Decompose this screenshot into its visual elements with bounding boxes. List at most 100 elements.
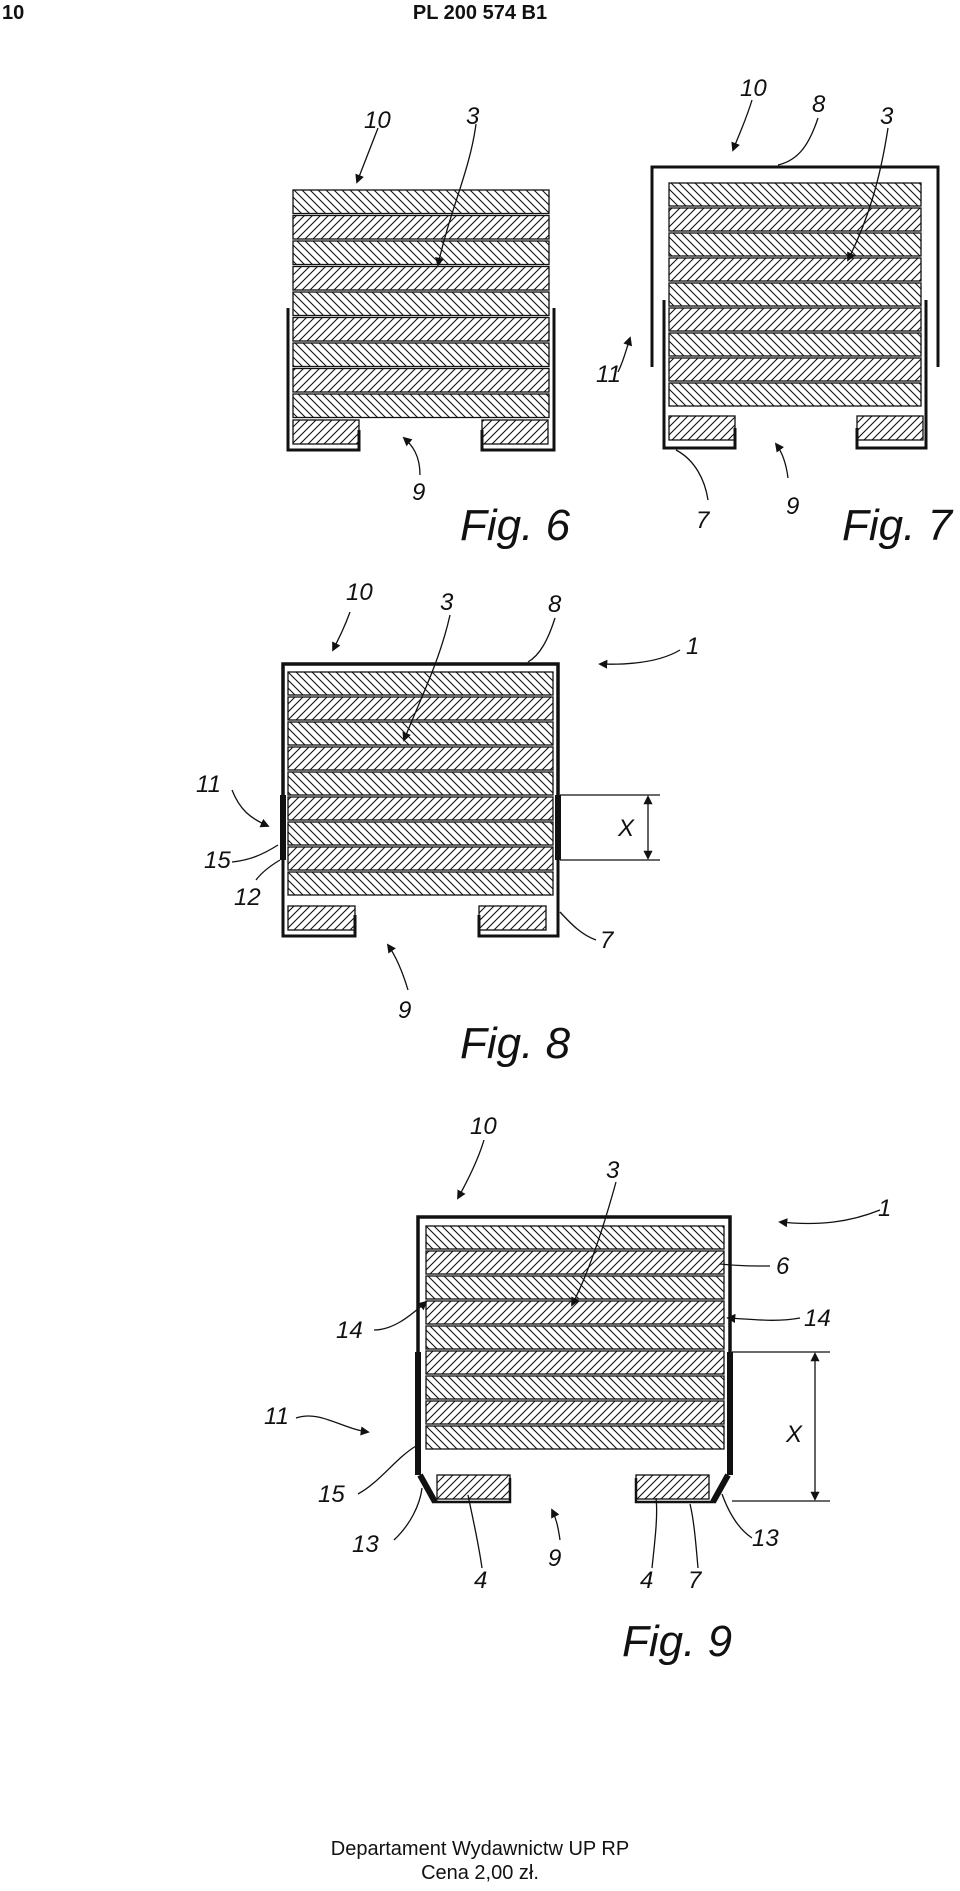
pallet-foot [436, 1474, 511, 1500]
leader-line [357, 1445, 417, 1495]
product-layer [668, 382, 922, 407]
leader-line [551, 1508, 561, 1541]
product-layer [425, 1400, 725, 1425]
leader-line [467, 1494, 483, 1569]
product-layer [425, 1300, 725, 1325]
footer-publisher: Departament Wydawnictw UP RP [330, 1838, 630, 1860]
label: 3 [606, 1157, 620, 1184]
figure-6: 10 3 9 Fig. 6 [286, 103, 571, 550]
shrink-edge [417, 1473, 438, 1504]
leader-line [689, 1503, 699, 1569]
figure-caption: Fig. 8 [460, 1019, 571, 1068]
label: 3 [440, 589, 454, 616]
product-layer [287, 821, 554, 846]
cover-hood [281, 662, 560, 860]
label: 9 [412, 479, 425, 506]
leader-line [721, 1493, 753, 1539]
product-layer [292, 342, 550, 368]
wrap-film [662, 300, 928, 450]
product-layer [425, 1225, 725, 1250]
label: 11 [264, 1403, 289, 1430]
leader-line [435, 123, 477, 267]
label: 11 [196, 771, 221, 798]
label: 9 [786, 493, 799, 520]
leader-line [777, 117, 819, 166]
label: X [785, 1421, 803, 1448]
leader-line [393, 1487, 423, 1541]
figure-caption: Fig. 7 [842, 501, 954, 550]
publication-number: PL 200 574 B1 [412, 2, 548, 24]
product-layer [292, 189, 550, 215]
figure-8: 10 3 8 1 11 X 15 12 7 9 Fig. 8 [196, 579, 699, 1068]
product-layer [668, 307, 922, 332]
pallet-foot [635, 1474, 710, 1500]
layer-stack [287, 671, 554, 896]
product-layer [668, 257, 922, 282]
wrap-film [433, 1478, 715, 1504]
pallet-feet [436, 1474, 710, 1500]
layer-stack [425, 1225, 725, 1450]
leader-line [778, 1209, 881, 1228]
pallet-feet [287, 905, 547, 931]
wrap-film [286, 308, 556, 452]
leader-line [559, 911, 597, 941]
product-layer [425, 1350, 725, 1375]
leader-line [386, 943, 409, 991]
product-layer [425, 1325, 725, 1350]
product-layer [668, 282, 922, 307]
page-number: 10 [2, 2, 25, 24]
leader-line [598, 649, 681, 669]
label: 10 [346, 579, 373, 606]
pallet-foot [668, 415, 736, 441]
product-layer [287, 796, 554, 821]
label: 14 [336, 1317, 363, 1344]
label: 10 [740, 75, 767, 102]
product-layer [668, 182, 922, 207]
label: 1 [878, 1195, 891, 1222]
leader-line [255, 859, 281, 881]
label: 1 [686, 633, 699, 660]
label: 9 [548, 1545, 561, 1572]
footer-price: Cena 2,00 zł. [421, 1862, 539, 1884]
pallet-feet [668, 415, 924, 441]
label: 13 [352, 1531, 379, 1558]
label: 6 [776, 1253, 790, 1280]
product-layer [425, 1250, 725, 1275]
label: 12 [234, 884, 261, 911]
product-layer [668, 332, 922, 357]
pallet-foot [481, 419, 549, 445]
label: 10 [470, 1113, 497, 1140]
leader-line [675, 449, 709, 501]
leader-line [651, 1497, 658, 1569]
label: 14 [804, 1305, 831, 1332]
pallet-foot [287, 905, 356, 931]
leader-line [332, 611, 351, 652]
leader-line [527, 617, 556, 663]
product-layer [287, 671, 554, 696]
label: 9 [398, 997, 411, 1024]
label: 8 [548, 591, 562, 618]
leader-line [231, 789, 270, 828]
cover-hood [650, 165, 940, 367]
product-layer [668, 207, 922, 232]
wrap-film [281, 860, 560, 938]
label: 4 [474, 1567, 487, 1594]
shrink-edge [710, 1473, 731, 1504]
leader-line [617, 336, 633, 373]
leader-line [726, 1313, 801, 1323]
cover-hood [416, 1215, 732, 1352]
label: 15 [204, 847, 231, 874]
label: X [617, 815, 635, 842]
leader-line [355, 127, 379, 184]
product-layer [287, 746, 554, 771]
product-layer [425, 1275, 725, 1300]
product-layer [287, 696, 554, 721]
label: 3 [880, 103, 894, 130]
label: 7 [688, 1567, 703, 1594]
pallet-feet [292, 419, 549, 445]
product-layer [287, 871, 554, 896]
figure-9: 10 3 1 6 14 14 X 11 15 13 13 4 9 4 7 Fig… [264, 1113, 891, 1666]
product-layer [292, 367, 550, 393]
pallet-foot [292, 419, 360, 445]
label: 7 [600, 927, 615, 954]
